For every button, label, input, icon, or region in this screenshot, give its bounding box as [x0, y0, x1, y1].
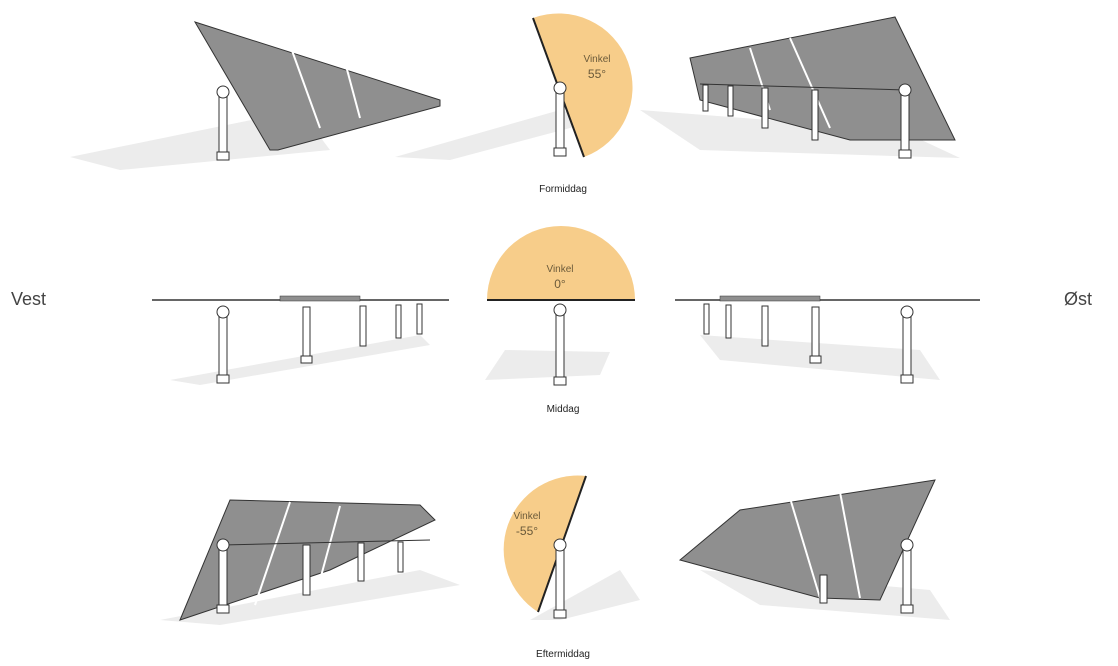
angle-label-noon: Vinkel [546, 264, 573, 275]
east-label: Øst [1064, 289, 1093, 309]
tracker-array-afternoon-right [678, 479, 950, 620]
tracker-array-morning-left [70, 21, 441, 170]
caption-morning: Formiddag [539, 184, 587, 195]
tracker-array-afternoon-left [160, 499, 460, 625]
angle-label-morning: Vinkel [583, 54, 610, 65]
angle-value-noon: 0° [554, 277, 566, 291]
caption-afternoon: Eftermiddag [536, 649, 590, 660]
angle-value-afternoon: -55° [516, 524, 538, 538]
tracker-array-morning-right [640, 16, 960, 159]
angle-indicator-afternoon: Vinkel -55° [503, 475, 640, 620]
angle-label-afternoon: Vinkel [513, 511, 540, 522]
tracker-array-noon-left [152, 295, 449, 385]
tracker-array-noon-right [675, 295, 980, 384]
west-label: Vest [11, 289, 47, 309]
angle-indicator-morning: Vinkel 55° [395, 13, 633, 160]
angle-value-morning: 55° [588, 67, 606, 81]
caption-noon: Middag [546, 404, 580, 415]
angle-indicator-noon: Vinkel 0° [485, 226, 635, 386]
